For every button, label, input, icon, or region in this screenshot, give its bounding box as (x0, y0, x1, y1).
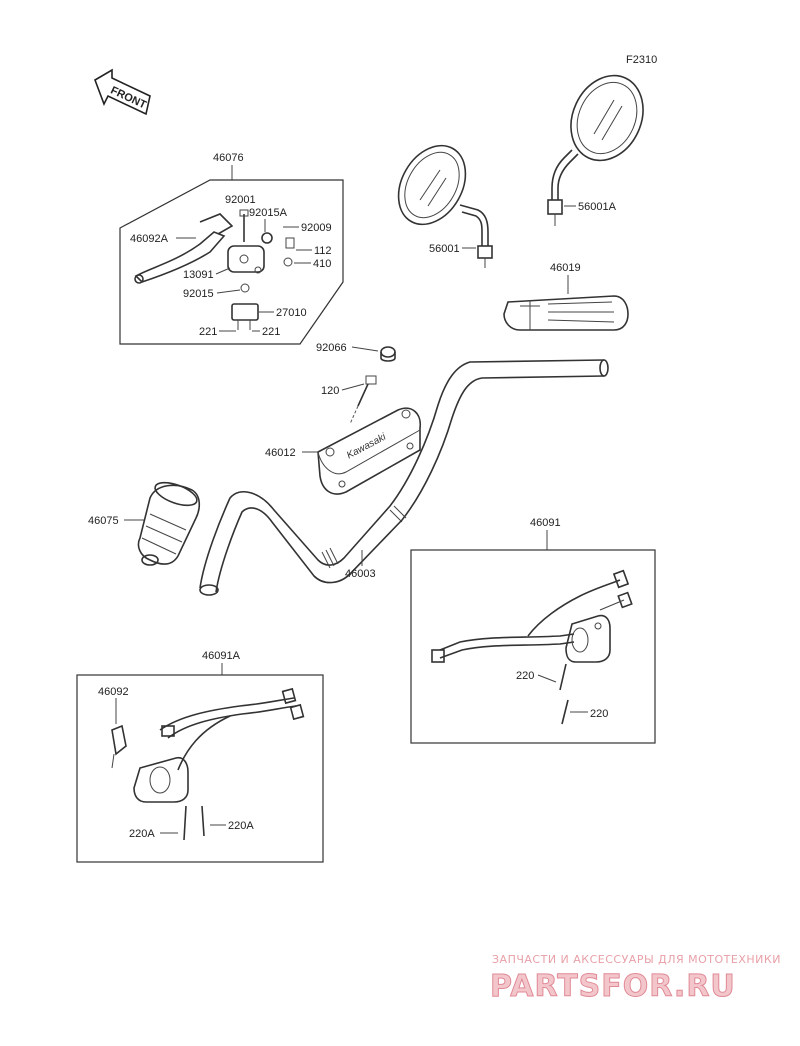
label-46091: 46091 (530, 517, 561, 529)
mirror-right-icon (547, 74, 644, 226)
right-switch-box (410, 549, 656, 744)
handlebar-clamp-icon: Kawasaki (317, 407, 422, 495)
label-46076: 46076 (213, 152, 244, 164)
label-92015A: 92015A (249, 207, 288, 219)
clutch-lever-icon (134, 213, 234, 284)
label-92001: 92001 (225, 194, 256, 206)
watermark-logo: PARTSFOR.RU (490, 969, 736, 1004)
label-46075: 46075 (88, 515, 119, 527)
label-46003: 46003 (345, 568, 376, 580)
label-221-left: 221 (199, 326, 217, 338)
label-46092A: 46092A (130, 233, 169, 245)
right-grip-icon (503, 295, 629, 331)
label-92066: 92066 (316, 342, 347, 354)
label-220-upper: 220 (516, 670, 534, 682)
clamp-bolt-icon (349, 346, 396, 425)
front-arrow-icon: FRONT (94, 68, 151, 116)
label-220-lower: 220 (590, 708, 608, 720)
label-120: 120 (321, 385, 339, 397)
label-92009: 92009 (301, 222, 332, 234)
handlebar-icon (199, 359, 609, 596)
left-grip-icon (137, 481, 201, 566)
label-220A-left: 220A (129, 828, 155, 840)
left-handlebar-switch-icon (111, 687, 305, 841)
watermark-tagline: ЗАПЧАСТИ И АКСЕССУАРЫ ДЛЯ МОТОТЕХНИКИ (492, 953, 781, 966)
diagram-code: F2310 (626, 54, 657, 66)
label-221-right: 221 (262, 326, 280, 338)
lever-bracket-icon (227, 209, 295, 330)
label-56001: 56001 (429, 243, 460, 255)
label-46012: 46012 (265, 447, 296, 459)
left-switch-box (76, 674, 324, 863)
label-46019: 46019 (550, 262, 581, 274)
label-220A-right: 220A (228, 820, 254, 832)
label-46092: 46092 (98, 686, 129, 698)
label-27010: 27010 (276, 307, 307, 319)
label-112: 112 (314, 245, 332, 257)
label-13091: 13091 (183, 269, 214, 281)
right-handlebar-switch-icon (431, 569, 633, 725)
lever-assembly-box (119, 179, 344, 345)
label-92015: 92015 (183, 288, 214, 300)
label-410: 410 (313, 258, 331, 270)
clamp-brand-text: Kawasaki (345, 431, 389, 461)
label-56001A: 56001A (578, 201, 617, 213)
label-46091A: 46091A (202, 650, 241, 662)
mirror-left-icon (397, 144, 493, 268)
